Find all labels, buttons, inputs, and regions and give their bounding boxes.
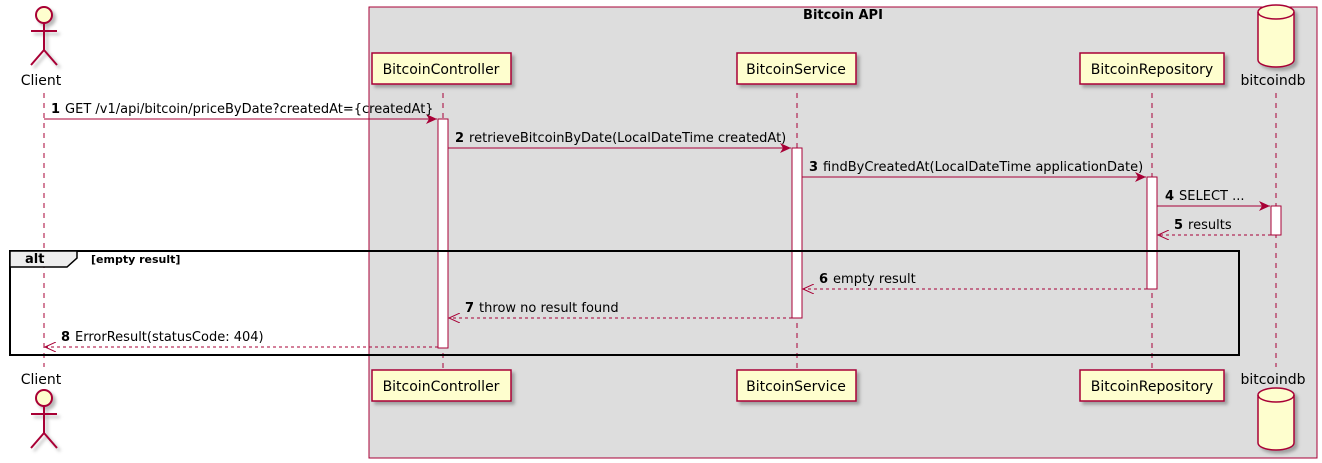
repository-label-bottom: BitcoinRepository	[1091, 379, 1213, 395]
repository-label-top: BitcoinRepository	[1091, 62, 1213, 78]
client-actor-icon-bottom	[30, 389, 58, 449]
db-activation	[1270, 205, 1282, 236]
repository-box-bottom	[1079, 369, 1225, 402]
controller-label-top: BitcoinController	[383, 62, 500, 78]
controller-activation	[437, 118, 449, 349]
client-actor-icon	[30, 6, 58, 66]
repository-activation	[1146, 176, 1158, 290]
db-label-bottom: bitcoindb	[1240, 372, 1305, 388]
alt-fragment-tab	[9, 250, 78, 268]
alt-condition: [empty result]	[91, 253, 180, 266]
client-label-top: Client	[21, 73, 62, 89]
alt-fragment	[9, 250, 1240, 356]
database-icon	[1257, 4, 1295, 68]
bitcoin-api-box-title: Bitcoin API	[803, 8, 883, 23]
repository-box-top	[1079, 52, 1225, 85]
database-icon-bottom	[1257, 387, 1295, 451]
controller-label-bottom: BitcoinController	[383, 379, 500, 395]
controller-box-top	[371, 52, 512, 85]
service-box-bottom	[736, 369, 857, 402]
controller-box-bottom	[371, 369, 512, 402]
service-box-top	[736, 52, 857, 85]
client-label-bottom: Client	[21, 372, 62, 388]
service-label-top: BitcoinService	[746, 62, 846, 78]
service-activation	[791, 147, 803, 319]
alt-keyword: alt	[25, 252, 44, 267]
service-label-bottom: BitcoinService	[746, 379, 846, 395]
db-label-top: bitcoindb	[1240, 73, 1305, 89]
